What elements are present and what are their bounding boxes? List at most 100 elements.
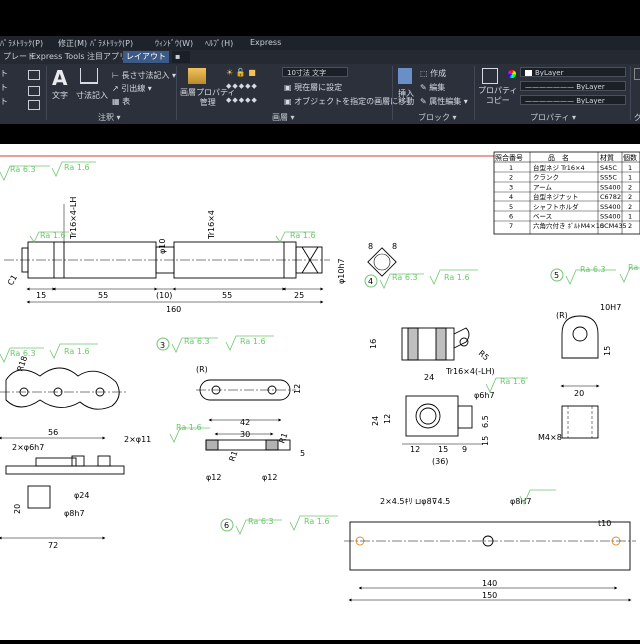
tab-plate[interactable]: プレート xyxy=(3,52,35,61)
part4-phi6h7: φ6h7 xyxy=(474,391,495,400)
part6-dim-140: 140 xyxy=(482,579,497,588)
menu-item-window[interactable]: ｳｨﾝﾄﾞｳ(W) xyxy=(155,39,194,48)
insert-block-icon[interactable] xyxy=(398,68,412,84)
part3-dim-42: 42 xyxy=(240,418,250,427)
layer-tools-row-2[interactable]: ◆◆◆◆◆ xyxy=(226,96,258,104)
part3-phi12b: φ12 xyxy=(262,473,277,482)
part1-square-end-view xyxy=(367,247,397,277)
menu-item-help[interactable]: ﾍﾙﾌﾟ(H) xyxy=(205,39,234,48)
menu-item-parametric[interactable]: ﾊﾟﾗﾒﾄﾘｯｸ(P) xyxy=(0,39,44,48)
part1-sq-8b: 8 xyxy=(392,242,397,251)
part2-roughness: Ra 6.3 Ra 1.6 xyxy=(0,343,98,363)
linetype-combo[interactable]: ——————— ByLayer xyxy=(520,81,626,91)
part1-screw-shaft xyxy=(4,204,330,304)
layer-combo[interactable]: 10寸法 文字 xyxy=(282,67,348,77)
leader-button[interactable]: ↗ 引出線 ▾ xyxy=(112,84,152,93)
block-create-button[interactable]: ⬚ 作成 xyxy=(420,69,447,78)
table-cell-r7-c4: 2 xyxy=(628,222,632,230)
ribbon-tab-bar: プレート Express Tools 注目アプリ レイアウト ▪ xyxy=(0,50,640,64)
part4-dim-12v: 12 xyxy=(383,414,392,424)
part1-thread-left: Tr16×4-LH xyxy=(69,197,78,240)
copy-icon[interactable] xyxy=(28,70,40,80)
dimension-icon[interactable] xyxy=(80,68,98,84)
annotation-panel-title[interactable]: 注釈 ▾ xyxy=(98,113,121,122)
table-header-material: 材質 xyxy=(600,153,614,162)
part6-phi8h7: φ8H7 xyxy=(510,497,531,506)
part5-number-ring xyxy=(550,268,564,282)
tab-layout[interactable]: レイアウト xyxy=(123,51,169,63)
table-cell-r3-c4: 2 xyxy=(628,183,632,191)
ribbon-cut-item-3[interactable]: ト xyxy=(0,97,8,106)
part5-dim-20: 20 xyxy=(574,389,584,398)
ribbon-cut-item-2[interactable]: ト xyxy=(0,83,8,92)
set-current-layer-button[interactable]: ▣ 現在層に設定 xyxy=(284,83,343,92)
linear-dimension-button[interactable]: ⊢ 長さ寸法記入 ▾ xyxy=(112,71,177,80)
part1-dim-160: 160 xyxy=(166,305,181,314)
part1-dim-15: 15 xyxy=(36,291,46,300)
text-icon[interactable]: A xyxy=(52,66,68,90)
tab-overflow-icon[interactable]: ▪ xyxy=(172,51,190,63)
part4-number: 4 xyxy=(368,277,373,286)
part4-ra16-small: Ra 1.6 xyxy=(500,377,526,386)
ribbon-cut-item-1[interactable]: ト xyxy=(0,69,8,78)
tab-featured-apps[interactable]: 注目アプリ xyxy=(87,52,127,61)
menu-bar: ﾊﾟﾗﾒﾄﾘｯｸ(P) 修正(M) ﾊﾟﾗﾒﾄﾘｯｸ(P) ｳｨﾝﾄﾞｳ(W) … xyxy=(0,36,640,50)
menu-item-modify[interactable]: 修正(M) xyxy=(58,39,88,48)
part6-roughness: Ra 6.3 Ra 1.6 xyxy=(235,489,556,535)
part5-m4: M4×8 xyxy=(538,433,562,442)
move-to-layer-button[interactable]: ▣ オブジェクトを指定の画層に移動 xyxy=(284,97,415,106)
part1-phi10: φ10 xyxy=(158,239,167,254)
tab-express-tools[interactable]: Express Tools xyxy=(31,52,85,61)
part5-number: 5 xyxy=(554,271,559,280)
lineweight-combo[interactable]: ——————— ByLayer xyxy=(520,95,626,105)
part6-number: 6 xyxy=(224,521,229,530)
layer-state-icons[interactable]: ☀ 🔓 ■ xyxy=(226,68,256,77)
part5-roughness: Ra 6.3 Ra xyxy=(565,263,640,285)
part4-number-ring xyxy=(364,274,378,288)
table-header-no: 照合番号 xyxy=(495,153,523,162)
match-properties-label[interactable]: プロパティ コピー xyxy=(478,86,518,105)
part6-base-plate xyxy=(344,521,636,602)
layer-properties-icon[interactable] xyxy=(188,68,206,84)
part1-ra63: Ra 6.3 xyxy=(10,165,36,174)
group-panel-title[interactable]: グ xyxy=(634,113,640,122)
part3-dim-12: 12 xyxy=(293,384,302,394)
block-panel-title[interactable]: ブロック ▾ xyxy=(418,113,457,122)
menu-item-express[interactable]: Express xyxy=(250,38,282,47)
part5-dim-side: 15 xyxy=(603,346,612,356)
properties-panel-title[interactable]: プロパティ ▾ xyxy=(530,113,577,122)
table-cell-r5-c4: 2 xyxy=(628,203,632,211)
insert-button-label[interactable]: 挿入 xyxy=(398,89,414,98)
table-button[interactable]: ▦ 表 xyxy=(112,97,131,106)
table-cell-r1-c3: S45C xyxy=(600,164,617,172)
layers-panel-title[interactable]: 画層 ▾ xyxy=(272,113,295,122)
part2-dim-20: 20 xyxy=(13,504,22,514)
color-combo[interactable]: ByLayer xyxy=(520,67,626,77)
layer-properties-label[interactable]: 画層プロパティ 管理 xyxy=(180,88,236,107)
edit-attributes-button[interactable]: ✎ 属性編集 ▾ xyxy=(420,97,468,106)
part3-roughness: Ra 6.3 Ra 1.6 Ra 1.6 xyxy=(169,335,274,443)
table-cell-r7-c2: 六角穴付き ﾎﾞﾙﾄM4×10 xyxy=(533,221,604,230)
mirror-icon[interactable] xyxy=(28,86,40,96)
match-properties-icon[interactable] xyxy=(482,68,498,84)
menu-item-parametric-2[interactable]: ﾊﾟﾗﾒﾄﾘｯｸ(P) xyxy=(90,39,134,48)
text-button-label[interactable]: 文字 xyxy=(52,91,68,100)
group-icon[interactable] xyxy=(634,68,640,80)
part1-dim-55a: 55 xyxy=(98,291,108,300)
table-cell-r1-c1: 1 xyxy=(509,164,513,172)
part5-hole: 10H7 xyxy=(600,303,621,312)
layer-tools-row-1[interactable]: ◆◆◆◆◆ xyxy=(226,82,258,90)
block-edit-button[interactable]: ✎ 編集 xyxy=(420,83,446,92)
part4-roughness: Ra 6.3 Ra 1.6 Ra 1.6 xyxy=(379,269,528,393)
table-cell-r3-c2: アーム xyxy=(533,183,552,191)
table-cell-r5-c3: SS400 xyxy=(600,203,621,211)
ribbon-gap xyxy=(0,124,640,144)
table-cell-r2-c4: 1 xyxy=(628,174,632,182)
part3-r1: R1 xyxy=(277,432,289,445)
array-icon[interactable] xyxy=(28,100,40,110)
title-area xyxy=(0,0,640,40)
part3-ra16-small: Ra 1.6 xyxy=(176,423,202,432)
dimension-button-label[interactable]: 寸法記入 xyxy=(76,91,108,100)
